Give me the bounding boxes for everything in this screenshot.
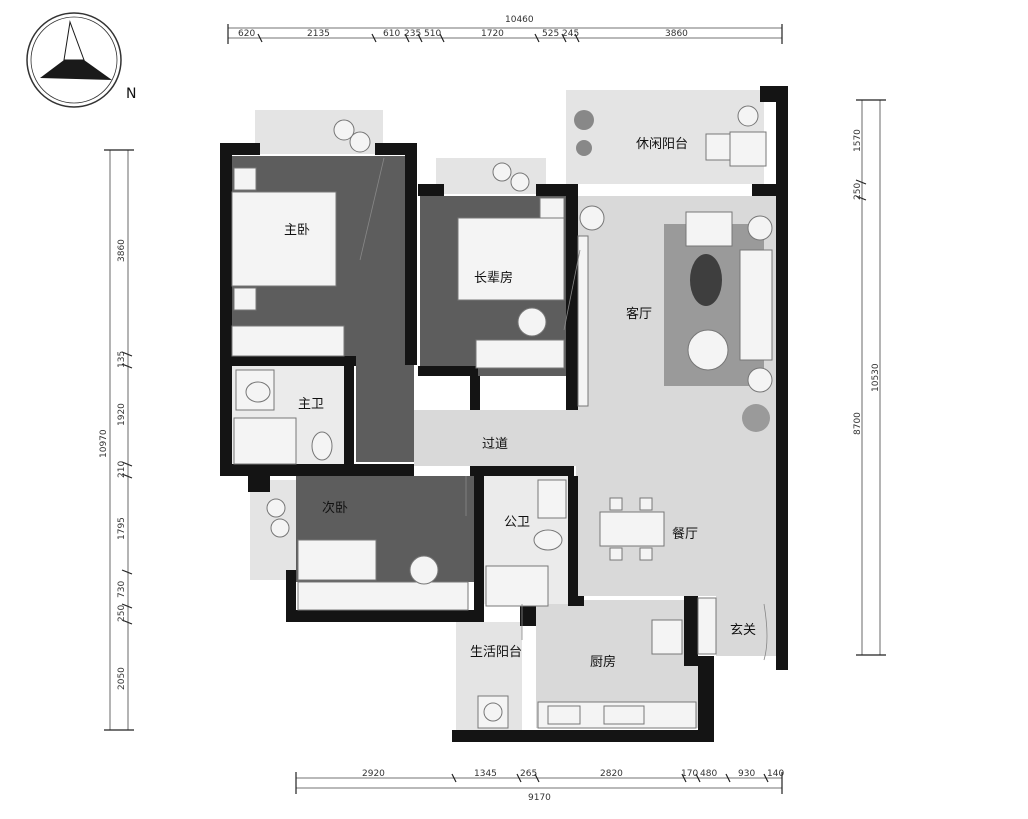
left-seg: 3860 — [117, 239, 127, 262]
bottom-seg: 1345 — [474, 769, 497, 779]
top-seg: 620 — [238, 29, 255, 39]
room-public-bath: 公卫 — [504, 515, 530, 530]
room-elder-room: 长辈房 — [474, 270, 513, 286]
left-seg: 730 — [117, 581, 127, 598]
right-dimension: 1570 250 8700 10530 — [853, 99, 886, 656]
top-seg: 1720 — [481, 29, 504, 39]
top-total: 10460 — [505, 15, 534, 25]
bottom-seg: 2820 — [600, 769, 623, 779]
top-seg: 610 — [383, 29, 400, 39]
north-label: N — [126, 86, 136, 102]
door-swings — [359, 157, 768, 661]
bottom-seg: 265 — [520, 769, 537, 779]
left-dimension: 3860 135 1920 210 1795 730 250 2050 1097… — [99, 149, 134, 731]
top-seg: 245 — [562, 29, 579, 39]
room-master-bedroom: 主卧 — [284, 223, 310, 238]
left-seg: 210 — [117, 461, 127, 478]
left-seg: 1920 — [117, 403, 127, 426]
top-seg: 3860 — [665, 29, 688, 39]
room-corridor: 过道 — [482, 437, 508, 452]
top-seg: 235 — [404, 29, 421, 39]
north-compass: N — [26, 12, 136, 108]
room-labels: 主卧 长辈房 休闲阳台 客厅 主卫 过道 次卧 公卫 餐厅 玄关 生活阳台 厨房 — [284, 137, 756, 670]
bottom-dimension: 2920 1345 265 2820 170 480 930 140 9170 — [295, 769, 784, 803]
top-seg: 2135 — [307, 29, 330, 39]
left-seg: 1795 — [117, 517, 127, 540]
bottom-seg: 140 — [767, 769, 784, 779]
room-dining: 餐厅 — [672, 526, 698, 542]
left-seg: 2050 — [117, 667, 127, 690]
right-seg: 8700 — [853, 412, 863, 435]
room-leisure-balcony: 休闲阳台 — [636, 137, 688, 152]
right-seg: 250 — [853, 183, 863, 200]
furniture — [231, 105, 773, 729]
top-seg: 510 — [424, 29, 441, 39]
bottom-total: 9170 — [528, 793, 551, 803]
right-seg: 1570 — [853, 129, 863, 152]
room-utility-balcony: 生活阳台 — [470, 645, 522, 660]
room-master-bath: 主卫 — [298, 397, 324, 412]
room-living-room: 客厅 — [626, 306, 652, 322]
left-total: 10970 — [99, 429, 109, 458]
bottom-seg: 170 — [681, 769, 698, 779]
room-entrance: 玄关 — [730, 623, 756, 638]
right-total: 10530 — [871, 363, 881, 392]
bottom-seg: 2920 — [362, 769, 385, 779]
left-seg: 250 — [117, 605, 127, 622]
room-kitchen: 厨房 — [590, 654, 616, 670]
bottom-seg: 480 — [700, 769, 717, 779]
walls — [220, 86, 788, 742]
top-dimension: 10460 620 2135 610 235 510 1720 525 245 … — [227, 15, 783, 44]
top-seg: 525 — [542, 29, 559, 39]
room-second-bedroom: 次卧 — [322, 500, 348, 516]
left-seg: 135 — [117, 351, 127, 368]
bottom-seg: 930 — [738, 769, 755, 779]
